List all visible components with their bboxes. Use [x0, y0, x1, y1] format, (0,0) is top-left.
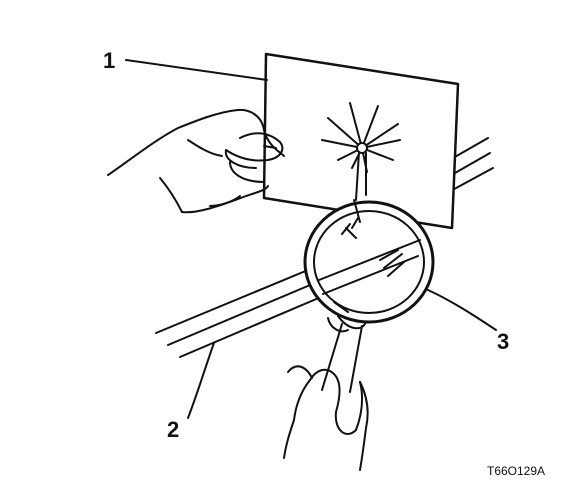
left-hand: [108, 110, 284, 212]
callout-label-3: 3: [497, 331, 509, 353]
leader-line-3: [428, 290, 496, 330]
figure-identifier: T66O129A: [487, 465, 545, 477]
magnifying-glass: [305, 200, 433, 392]
callout-label-1: 1: [103, 50, 115, 72]
callout-label-2: 2: [167, 419, 179, 441]
leader-line-2: [188, 343, 214, 418]
right-hand: [284, 366, 368, 470]
leader-line-1: [126, 60, 267, 80]
